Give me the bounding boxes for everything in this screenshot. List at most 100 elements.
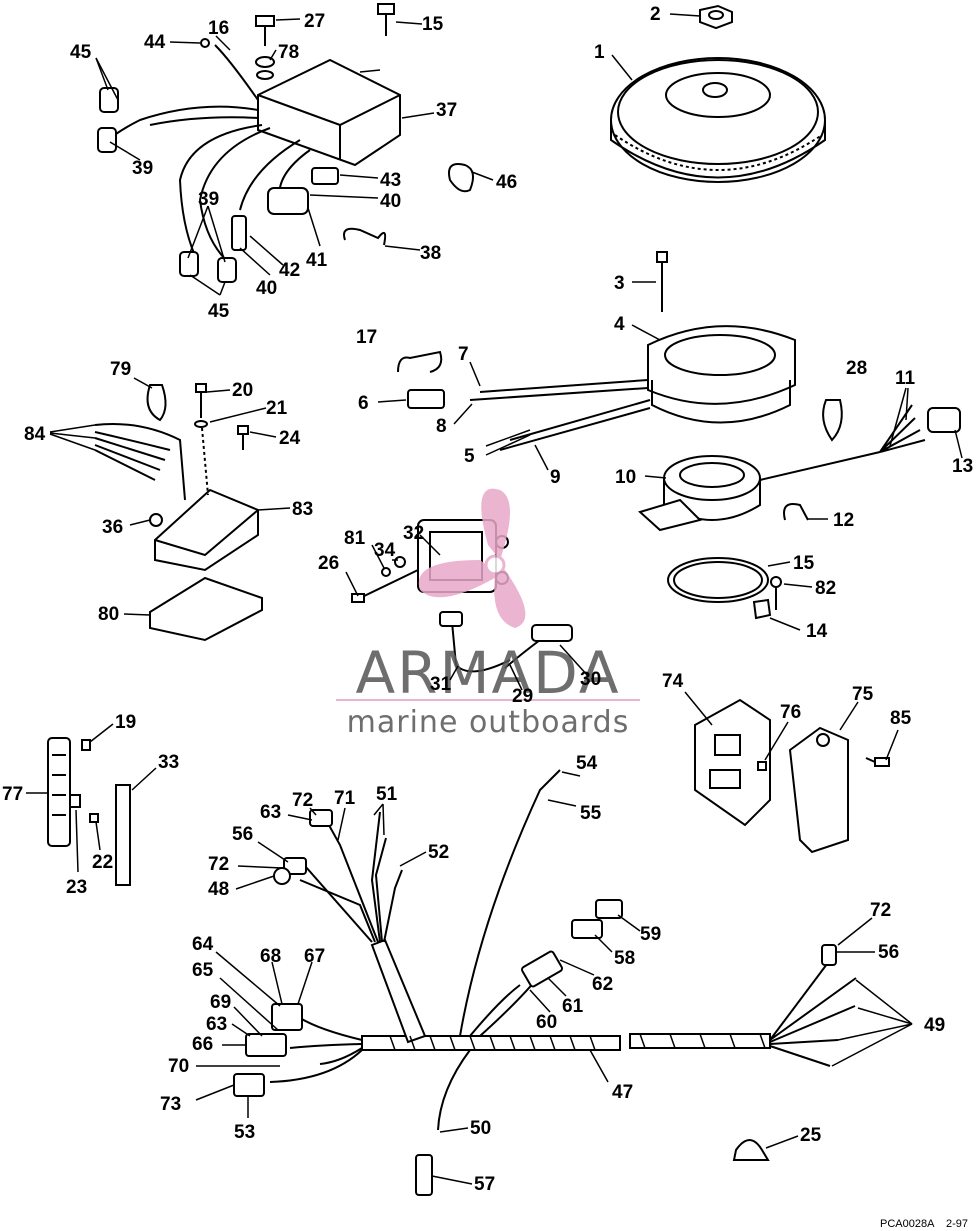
clip-12 [783,503,809,521]
timer-leads [759,404,926,481]
leader-lines [26,13,963,1185]
callout-59: 59 [640,924,661,945]
callout-40b: 40 [256,278,277,299]
callout-68: 68 [260,946,281,967]
callout-33: 33 [158,752,179,773]
callout-labels: 1 2 3 4 5 6 7 8 9 10 11 12 13 14 15 15 1… [2,4,973,1195]
callout-53: 53 [234,1122,255,1143]
callout-58: 58 [614,948,635,969]
watermark: ARMADA marine outboards [336,488,640,740]
callout-47: 47 [612,1082,633,1103]
stator-screw [656,251,668,312]
callout-17: 17 [356,327,377,348]
callout-19: 19 [115,712,136,733]
callout-9: 9 [550,467,561,488]
callout-79: 79 [110,359,131,380]
bracket-74 [694,698,771,827]
switch-box [154,488,259,572]
watermark-brand: ARMADA [355,639,620,707]
callout-63b: 63 [206,1014,227,1035]
callout-46: 46 [496,172,517,193]
clip-17 [397,350,443,373]
callout-38: 38 [420,243,441,264]
flywheel-nut [699,4,733,30]
callout-52: 52 [428,842,449,863]
callout-80: 80 [98,604,119,625]
callout-6: 6 [358,393,369,414]
terminal-block [47,737,99,847]
callout-76: 76 [780,702,801,723]
callout-71: 71 [334,788,356,809]
callout-84: 84 [24,424,46,445]
callout-15a: 15 [422,14,444,35]
callout-13: 13 [952,456,973,477]
callout-50: 50 [470,1118,491,1139]
power-pack-wires [107,44,311,263]
callout-20: 20 [232,380,253,401]
callout-37: 37 [436,100,457,121]
clamp-28 [822,399,843,442]
callout-36: 36 [102,517,123,538]
callout-65: 65 [192,960,214,981]
callout-77: 77 [2,784,23,805]
callout-72c: 72 [870,900,891,921]
callout-72b: 72 [208,854,229,875]
callout-63a: 63 [260,802,281,823]
callout-10: 10 [615,467,636,488]
stator-leads [469,379,651,451]
callout-61: 61 [562,996,584,1017]
callout-14: 14 [806,621,828,642]
callout-22: 22 [92,852,113,873]
callout-11: 11 [895,368,916,389]
callout-23: 23 [66,877,87,898]
callout-73: 73 [160,1094,181,1115]
callout-66: 66 [192,1034,213,1055]
power-pack [257,58,401,167]
strip-33 [115,784,131,886]
callout-83: 83 [292,499,313,520]
bolts-top [200,3,395,80]
figure-code: PCA0028A [880,1218,935,1230]
callout-44: 44 [144,32,166,53]
figure-date: 2-97 [946,1218,968,1230]
callout-70: 70 [168,1056,189,1077]
starter-solenoid [231,167,339,251]
connector-6 [407,389,445,409]
switch-box-wires [94,423,186,501]
callout-57: 57 [474,1174,495,1195]
callout-45b: 45 [208,301,230,322]
retaining-ring [667,557,769,603]
harness-connectors [233,809,837,1196]
callout-60: 60 [536,1012,557,1033]
propeller-logo-icon [418,488,526,628]
callout-15b: 15 [793,553,815,574]
callout-40a: 40 [380,191,401,212]
callout-12: 12 [833,510,854,531]
connector-13 [927,407,961,433]
watermark-tagline: marine outboards [347,705,630,740]
callout-56a: 56 [232,824,253,845]
screw-14 [752,576,782,620]
callout-27: 27 [304,11,325,32]
callout-48: 48 [208,879,229,900]
callout-4: 4 [614,314,625,335]
callout-81: 81 [344,528,366,549]
callout-74: 74 [662,671,684,692]
callout-49: 49 [924,1015,945,1036]
callout-78: 78 [278,42,299,63]
callout-2: 2 [650,4,661,25]
callout-54: 54 [576,753,598,774]
callout-85: 85 [890,708,912,729]
callout-1: 1 [594,42,605,63]
footer: PCA0028A 2-97 [880,1218,968,1230]
callout-26: 26 [318,553,339,574]
switch-box-gasket [149,576,263,642]
callout-24: 24 [279,428,301,449]
callout-67: 67 [304,946,325,967]
wiring-harness [361,938,771,1051]
callout-32: 32 [403,523,424,544]
callout-39b: 39 [198,189,219,210]
callout-25: 25 [800,1125,822,1146]
callout-21: 21 [266,398,288,419]
